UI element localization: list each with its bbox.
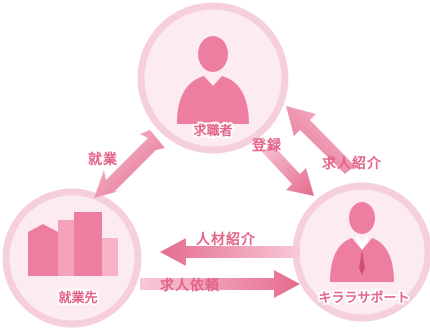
talent-introduction-label: 人材紹介 (196, 231, 256, 248)
job-seeker-label: 求職者 (193, 123, 232, 139)
businessman-icon (330, 202, 394, 282)
registration-arrow (262, 144, 314, 196)
employment-arrow (94, 130, 165, 198)
workplace-label: 就業先 (58, 290, 97, 306)
job-seeker-circle (137, 2, 289, 154)
employment-label: 就業 (88, 151, 118, 168)
workplace-node: 就業先 (2, 188, 142, 328)
person-icon (177, 36, 249, 124)
job-request-label: 求人依頼 (160, 277, 220, 294)
building-icon (28, 212, 118, 276)
job-introduction-arrow (286, 106, 355, 174)
talent-introduction-arrow (160, 238, 300, 266)
job-seeker-node: 求職者 (137, 2, 289, 154)
kirara-node: キララサポート (292, 182, 430, 322)
registration-label: 登録 (251, 137, 282, 154)
kirara-label: キララサポート (318, 290, 409, 306)
job-request-arrow (140, 270, 300, 298)
job-introduction-label: 求人紹介 (322, 155, 382, 172)
